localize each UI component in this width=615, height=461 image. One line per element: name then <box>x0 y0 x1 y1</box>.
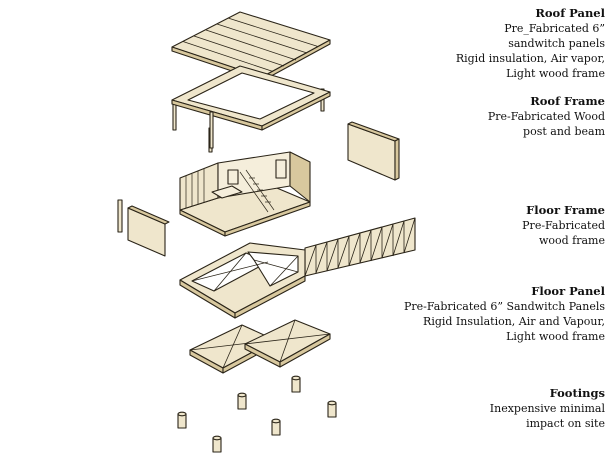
footings <box>177 375 337 453</box>
roof-frame-title: Roof Frame <box>530 94 605 108</box>
floor-panel-line: Pre-Fabricated 6” Sandwitch Panels <box>404 300 605 313</box>
floor-frame-line: Pre-Fabricated <box>522 219 605 232</box>
floor-panel-line: Light wood frame <box>506 330 605 343</box>
roof-panel-line: Pre_Fabricated 6” <box>504 22 605 35</box>
footings-line: impact on site <box>526 417 605 430</box>
wall-panel-right <box>347 121 400 181</box>
wall-panel-left <box>117 199 170 257</box>
footings-title: Footings <box>549 386 605 400</box>
footing <box>212 435 222 453</box>
roof-panel-line: sandwitch panels <box>508 37 605 50</box>
footing <box>271 418 281 436</box>
floor-panel-title: Floor Panel <box>531 284 605 298</box>
floor-panel <box>189 319 331 374</box>
roof-frame-label: Roof Frame Pre-Fabricated Wood post and … <box>315 94 605 139</box>
footings-line: Inexpensive minimal <box>489 402 605 415</box>
roof-panel-label: Roof Panel Pre_Fabricated 6” sandwitch p… <box>315 6 605 81</box>
roof-panel-title: Roof Panel <box>535 6 605 20</box>
floor-frame-line: wood frame <box>538 234 605 247</box>
footing <box>177 411 187 429</box>
roof-frame <box>171 65 331 153</box>
roof-frame-line: post and beam <box>523 125 605 138</box>
roof-panel-line: Light wood frame <box>506 67 605 80</box>
footings-label: Footings Inexpensive minimal impact on s… <box>315 386 605 431</box>
footing <box>327 400 337 418</box>
footing <box>291 375 301 393</box>
floor-panel-label: Floor Panel Pre-Fabricated 6” Sandwitch … <box>315 284 605 344</box>
floor-frame <box>179 242 306 319</box>
footing <box>237 392 247 410</box>
floor-panel-line: Rigid Insulation, Air and Vapour, <box>423 315 605 328</box>
floor-frame-label: Floor Frame Pre-Fabricated wood frame <box>315 203 605 248</box>
interior-module <box>179 151 311 237</box>
floor-frame-title: Floor Frame <box>526 203 605 217</box>
roof-frame-line: Pre-Fabricated Wood <box>487 110 605 123</box>
roof-panel-line: Rigid insulation, Air vapor, <box>455 52 605 65</box>
